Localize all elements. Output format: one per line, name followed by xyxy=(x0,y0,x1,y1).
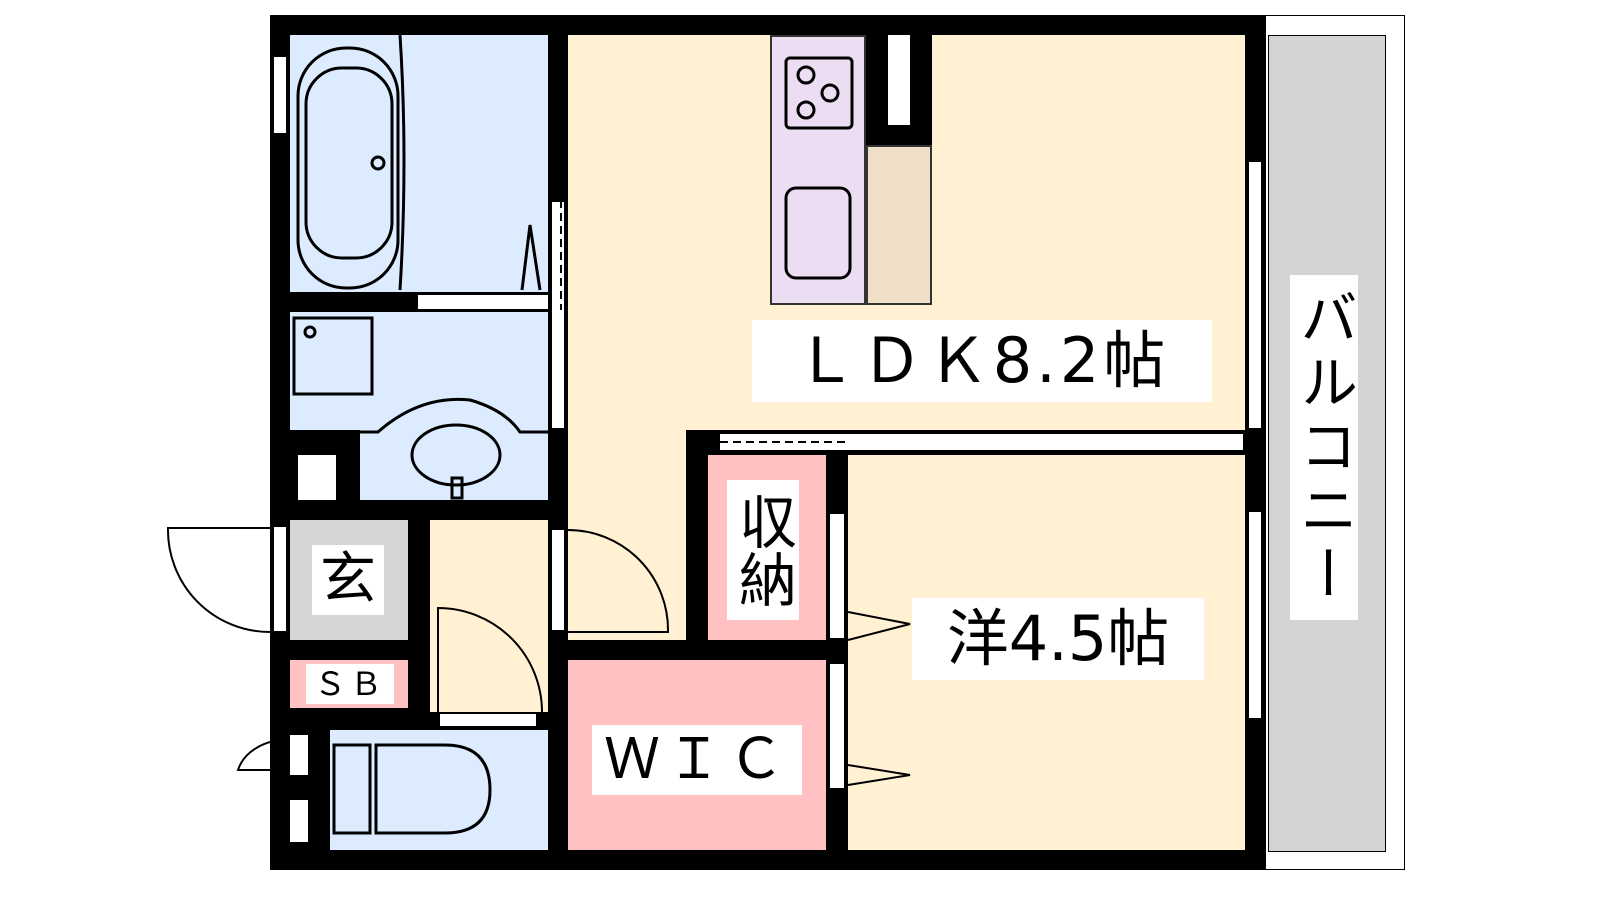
bathroom xyxy=(290,35,548,292)
toilet-window[interactable] xyxy=(290,735,308,775)
kitchen-side-counter xyxy=(866,145,932,305)
shower-icon xyxy=(520,224,542,291)
wic-door[interactable] xyxy=(828,662,846,790)
kitchen-wall-opening xyxy=(888,35,910,125)
storage-label: 収納 xyxy=(727,480,799,620)
sink-icon xyxy=(360,397,548,500)
balcony-window-lower[interactable] xyxy=(1247,510,1263,720)
ldk-door-opening[interactable] xyxy=(550,528,566,632)
kitchen-sink-icon xyxy=(784,186,852,280)
bath-window[interactable] xyxy=(272,55,288,135)
ldk-door-swing xyxy=(567,529,670,633)
toilet-door[interactable] xyxy=(438,712,538,728)
toilet-icon xyxy=(332,743,492,835)
front-door-opening[interactable] xyxy=(272,525,288,633)
ldk-label: ＬＤＫ8.2帖 xyxy=(752,320,1212,402)
toilet-window-2[interactable] xyxy=(290,800,308,842)
ldk-room-lower xyxy=(568,430,686,640)
balcony-window-upper[interactable] xyxy=(1247,160,1263,430)
toilet-small-door-swing xyxy=(236,738,291,771)
western-room-label: 洋4.5帖 xyxy=(912,598,1204,680)
stove-icon xyxy=(784,56,854,130)
washing-machine-drain xyxy=(298,455,336,500)
hallway xyxy=(430,520,548,712)
entrance-label: 玄 xyxy=(312,545,384,615)
bathtub-icon xyxy=(296,34,406,291)
ldk-sliding-door[interactable] xyxy=(718,432,1245,452)
balcony-label: バルコニー xyxy=(1290,275,1358,620)
washing-machine-icon xyxy=(292,316,374,396)
front-door-swing xyxy=(166,527,271,633)
toilet-door-swing xyxy=(437,606,543,713)
wic-door-swing xyxy=(847,764,911,786)
shoe-box-label: ＳＢ xyxy=(306,664,394,704)
wic-label: ＷＩＣ xyxy=(592,725,802,795)
toilet xyxy=(330,730,548,850)
storage-door-swing xyxy=(847,611,911,641)
bath-door[interactable] xyxy=(418,293,548,311)
storage-door[interactable] xyxy=(828,512,846,640)
